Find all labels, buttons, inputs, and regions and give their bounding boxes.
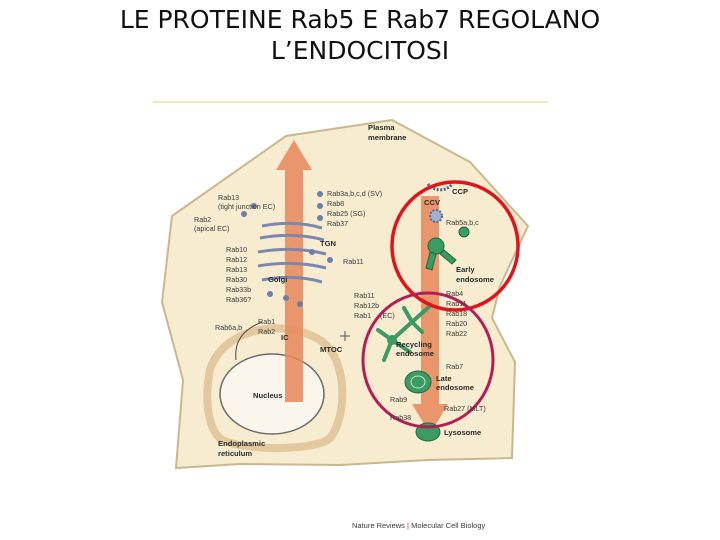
title-line-2: L’ENDOCITOSI bbox=[270, 36, 450, 65]
title-line-1: LE PROTEINE Rab5 E Rab7 REGOLANO bbox=[119, 5, 601, 34]
label-recycling-2: endosome bbox=[396, 349, 434, 358]
cell-body bbox=[160, 118, 530, 470]
label-rab18: Rab18 bbox=[446, 309, 467, 318]
label-rab38: Rab38 bbox=[390, 413, 411, 422]
label-rab20: Rab20 bbox=[446, 319, 467, 328]
mtoc bbox=[340, 331, 350, 341]
label-rab13b: Rab1 bbox=[354, 311, 371, 320]
label-mtoc: MTOC bbox=[320, 345, 343, 354]
label-er-1: Endoplasmic bbox=[218, 439, 265, 448]
er-band bbox=[203, 324, 347, 453]
credit-separator: | bbox=[407, 521, 409, 530]
credit-journal: Nature Reviews bbox=[352, 521, 405, 530]
early-endosome bbox=[425, 237, 457, 271]
label-late-2: endosome bbox=[436, 383, 474, 392]
label-rab11c: Rab11 bbox=[446, 299, 467, 308]
label-early-endosome-1: Early bbox=[456, 265, 475, 274]
label-rab13: Rab13 bbox=[226, 265, 247, 274]
label-rab22: Rab22 bbox=[446, 329, 467, 338]
label-ccv: CCV bbox=[424, 198, 441, 207]
secretory-arrow bbox=[276, 140, 312, 402]
label-recycling-1: Recycling bbox=[396, 340, 432, 349]
label-rab12b: Rab12b bbox=[354, 301, 379, 310]
rab5-vesicle bbox=[458, 226, 470, 238]
label-rab2: Rab2 bbox=[258, 327, 275, 336]
label-rab5abc: Rab5a,b,c bbox=[446, 218, 479, 227]
credit-section: Molecular Cell Biology bbox=[411, 521, 486, 530]
label-nucleus: Nucleus bbox=[253, 391, 283, 400]
label-rab27: Rab27 (MLT) bbox=[444, 404, 486, 413]
label-rab30: Rab30 bbox=[226, 275, 247, 284]
label-rab6ab: Rab6a,b bbox=[215, 323, 242, 332]
late-endosome-inner bbox=[410, 375, 426, 389]
label-rab8: Rab8 bbox=[327, 199, 344, 208]
label-rab36: Rab36? bbox=[226, 295, 251, 304]
label-rab2-2: (apical EC) bbox=[194, 224, 230, 233]
label-rab13-tj-2: (tight junction EC) bbox=[218, 202, 275, 211]
vesicles bbox=[241, 191, 333, 307]
label-plasma-membrane-1: Plasma bbox=[368, 123, 395, 132]
label-early-endosome-2: endosome bbox=[456, 275, 494, 284]
label-rab37: Rab37 bbox=[327, 219, 348, 228]
label-rab4: Rab4 bbox=[446, 289, 463, 298]
label-rab12: Rab12 bbox=[226, 255, 247, 264]
label-lysosome: Lysosome bbox=[444, 428, 481, 437]
figure-credit: Nature Reviews | Molecular Cell Biology bbox=[352, 521, 485, 530]
late-endosome bbox=[404, 370, 432, 394]
label-ic: IC bbox=[281, 333, 289, 342]
label-rab2-1: Rab2 bbox=[194, 215, 211, 224]
golgi-stack bbox=[257, 221, 327, 284]
clathrin-coated-pit bbox=[426, 183, 454, 192]
highlight-circle-late bbox=[361, 291, 495, 429]
label-tgn: TGN bbox=[320, 239, 336, 248]
label-rab1: Rab1 bbox=[258, 317, 275, 326]
label-rab9: Rab9 bbox=[390, 395, 407, 404]
clathrin-coated-vesicle bbox=[429, 209, 443, 223]
recycling-endosome-core bbox=[387, 335, 397, 345]
label-rab33b: Rab33b bbox=[226, 285, 251, 294]
golgi-er-arrow bbox=[235, 321, 263, 361]
label-rab10: Rab10 bbox=[226, 245, 247, 254]
highlight-circle-early bbox=[390, 180, 520, 312]
label-er-2: reticulum bbox=[218, 449, 252, 458]
title-divider bbox=[153, 101, 548, 103]
label-rab3abcd: Rab3a,b,c,d (SV) bbox=[327, 189, 382, 198]
label-ccp: CCP bbox=[452, 187, 468, 196]
label-golgi: Golgi bbox=[268, 275, 287, 284]
label-plasma-membrane-2: membrane bbox=[368, 133, 406, 142]
label-late-1: Late bbox=[436, 374, 452, 383]
label-rab11a: Rab11 bbox=[354, 291, 375, 300]
label-rab13-tj-1: Rab13 bbox=[218, 193, 239, 202]
slide-title: LE PROTEINE Rab5 E Rab7 REGOLANO L’ENDOC… bbox=[0, 4, 720, 66]
label-rab7: Rab7 bbox=[446, 362, 463, 371]
label-rab11-right: Rab11 bbox=[343, 257, 364, 266]
label-ec: (EC) bbox=[380, 311, 395, 320]
label-rab25: Rab25 (SG) bbox=[327, 209, 365, 218]
